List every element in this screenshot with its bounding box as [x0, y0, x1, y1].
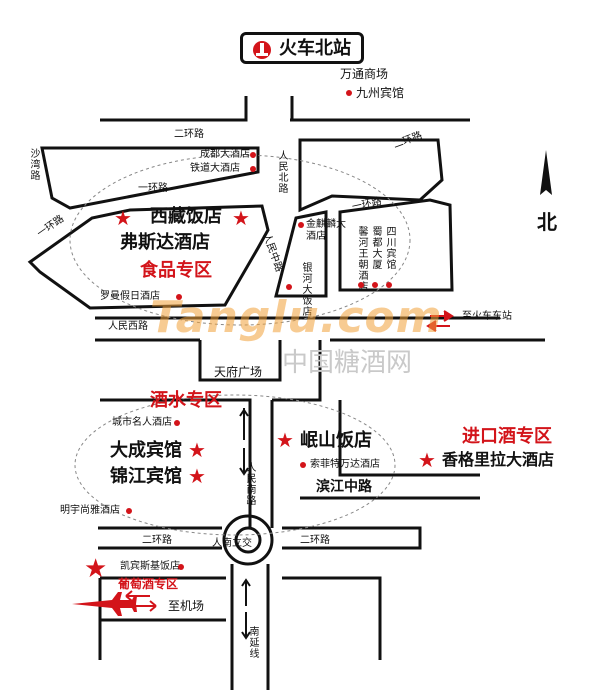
poi-shudu: 蜀都大厦 — [370, 226, 381, 270]
road-block-west — [27, 204, 270, 310]
star-shangrila: ★ — [418, 448, 436, 472]
poi-xizang: 西藏饭店 — [150, 206, 222, 227]
poi-chengshi-dot — [174, 420, 180, 426]
watermark-cn: 中国糖酒网 — [282, 348, 413, 378]
road-label-ring2-bottom-left: 二环路 — [142, 535, 172, 546]
road-binjiang-upper — [338, 400, 480, 477]
poi-yinhe-dot — [286, 284, 292, 290]
ring-ellipse-south — [74, 394, 396, 536]
zone-import: 进口酒专区 — [462, 426, 552, 447]
interchange-inner — [234, 526, 262, 554]
road-label-ring1-top: 一环路 — [138, 183, 168, 194]
poi-chengdu-dot — [250, 152, 256, 158]
road-label-renmin-south: 人民南路 — [244, 462, 255, 506]
zone-wine: 葡萄酒专区 — [118, 577, 179, 591]
watermark-brand: Tanglu.com — [150, 292, 443, 343]
road-top-left — [100, 96, 248, 122]
road-label-tianfu-square: 天府广场 — [214, 365, 263, 379]
star-kempinski: ★ — [84, 554, 108, 584]
road-liquor-block — [100, 398, 252, 528]
poi-mingyu-dot — [126, 508, 132, 514]
poi-yinhe: 银河大饭店 — [300, 262, 311, 317]
zone-liquor: 酒水专区 — [150, 390, 222, 411]
compass-north-label: 北 — [537, 210, 557, 234]
road-block-east — [338, 198, 454, 292]
star-dacheng: ★ — [188, 438, 206, 462]
road-label-ring2-top: 二环路 — [174, 129, 204, 140]
poi-kempinski: 凯宾斯基饭店 — [120, 561, 180, 572]
poi-xinhuiyuan-dot — [358, 282, 364, 288]
road-block-northwest — [40, 146, 260, 210]
poi-tiedao: 铁道大酒店 — [190, 163, 240, 174]
road-bottom-right — [282, 576, 382, 660]
road-label-binjiang: 滨江中路 — [316, 479, 372, 495]
road-label-to-east-station: 至火车东站 — [462, 311, 512, 322]
road-ring2-bottom-right — [282, 526, 422, 550]
road-block-center — [274, 210, 328, 298]
poi-luoman-dot — [176, 294, 182, 300]
star-xizang-left: ★ — [114, 206, 132, 230]
poi-sichuan: 四川宾馆 — [384, 226, 395, 270]
poi-sofitel: 索菲特万达酒店 — [310, 459, 380, 470]
arrows-south-ext — [241, 578, 251, 640]
arrows-renmin-south — [239, 408, 249, 476]
ring-ellipse-north — [69, 154, 411, 326]
poi-chengdu: 成都大酒店 — [200, 149, 250, 160]
star-minshan: ★ — [276, 428, 294, 452]
poi-jinqilin: 金麒麟大酒店 — [306, 219, 346, 242]
poi-shangrila: 香格里拉大酒店 — [442, 450, 555, 469]
poi-shudu-dot — [372, 282, 378, 288]
railway-station-label: 火车北站 — [279, 38, 351, 59]
star-jinjiang: ★ — [188, 464, 206, 488]
north-arrow-icon — [540, 150, 552, 195]
poi-fusida: 弗斯达酒店 — [120, 232, 210, 253]
interchange-outer — [222, 514, 274, 566]
road-binjiang — [272, 340, 322, 402]
airplane-icon — [72, 592, 137, 616]
road-tianfu-square — [198, 340, 282, 382]
road-label-ring2-bottom-right: 二环路 — [300, 535, 330, 546]
poi-wantong: 万通商场 — [340, 67, 389, 81]
railway-station-box: 火车北站 — [240, 32, 364, 64]
railway-icon — [253, 41, 271, 59]
star-xizang-right: ★ — [232, 206, 250, 230]
poi-kempinski-dot — [178, 564, 184, 570]
poi-xinhuiyuan: 馨河王朝酒店 — [356, 226, 367, 292]
poi-jiuzhou: 九州宾馆 — [356, 86, 405, 100]
road-label-to-airport: 至机场 — [168, 599, 205, 613]
road-label-renmin-west: 人民西路 — [108, 321, 148, 332]
poi-jinjiang: 锦江宾馆 — [110, 466, 182, 487]
poi-luoman: 罗曼假日酒店 — [100, 291, 160, 302]
road-label-renmin-north: 人民北路 — [276, 150, 287, 194]
poi-sofitel-dot — [300, 462, 306, 468]
road-label-shawan: 沙湾路 — [28, 148, 39, 181]
road-label-interchange: 人南立交 — [212, 538, 252, 549]
poi-sichuan-dot — [386, 282, 392, 288]
poi-dacheng: 大成宾馆 — [110, 440, 182, 461]
poi-jinqilin-dot — [298, 222, 304, 228]
poi-minshan: 岷山饭店 — [300, 430, 372, 451]
poi-mingyu: 明宇尚雅酒店 — [60, 505, 120, 516]
road-label-south-ext: 南延线 — [247, 626, 258, 659]
zone-food: 食品专区 — [140, 260, 212, 281]
poi-tiedao-dot — [250, 166, 256, 172]
poi-jiuzhou-dot — [346, 90, 352, 96]
poi-chengshi: 城市名人酒店 — [112, 417, 172, 428]
arrows-east — [426, 310, 454, 332]
